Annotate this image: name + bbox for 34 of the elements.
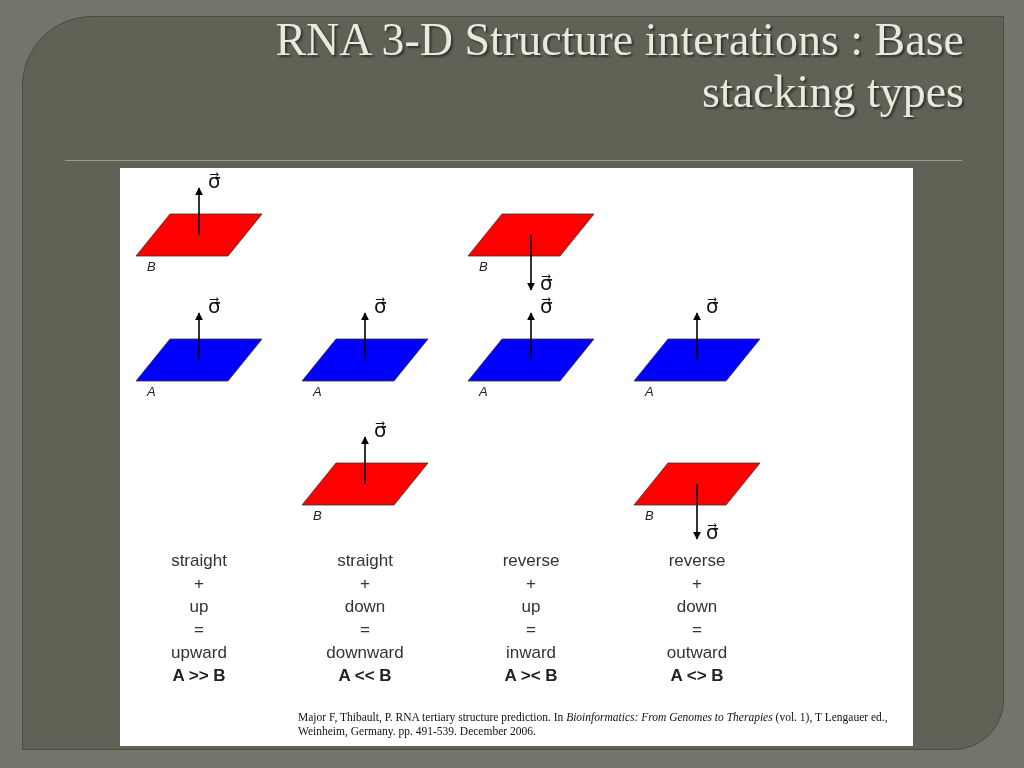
stacking-rule: straight + up = upward: [170, 550, 228, 664]
stacking-rule: reverse + up = inward: [501, 550, 561, 664]
plane-label: B: [645, 508, 654, 523]
plane-label: A: [313, 384, 322, 399]
vector-symbol: σ⃗: [374, 419, 387, 441]
vector-symbol: σ⃗: [208, 170, 221, 192]
vector-symbol: σ⃗: [540, 272, 553, 294]
vector-symbol: σ⃗: [706, 295, 719, 317]
base-plane: [633, 462, 761, 506]
stacking-rule: reverse + down = outward: [665, 550, 729, 664]
stacking-notation: A <> B: [670, 666, 724, 686]
base-plane: [135, 338, 263, 382]
citation: Major F, Thibault, P. RNA tertiary structure prediction. In Bioinformatics: From Genomes to Therapies (vol. 1), T Lengauer ed., Weinheim, Germany. pp. 491-539. December 2006.: [298, 710, 889, 738]
slide-title: RNA 3-D Structure interations : Base stacking types: [274, 14, 964, 118]
plane-label: A: [645, 384, 654, 399]
vector-symbol: σ⃗: [208, 295, 221, 317]
plane-label: A: [147, 384, 156, 399]
stacking-rule: straight + down = downward: [325, 550, 405, 664]
plane-label: B: [313, 508, 322, 523]
plane-label: B: [479, 259, 488, 274]
vector-symbol: σ⃗: [706, 521, 719, 543]
base-plane: [467, 338, 595, 382]
base-plane: [301, 462, 429, 506]
plane-label: B: [147, 259, 156, 274]
vector-symbol: σ⃗: [374, 295, 387, 317]
base-plane: [633, 338, 761, 382]
stacking-notation: A >< B: [504, 666, 558, 686]
vector-symbol: σ⃗: [540, 295, 553, 317]
stacking-notation: A >> B: [172, 666, 226, 686]
base-plane: [301, 338, 429, 382]
base-plane: [467, 213, 595, 257]
base-plane: [135, 213, 263, 257]
stacking-notation: A << B: [338, 666, 392, 686]
plane-label: A: [479, 384, 488, 399]
